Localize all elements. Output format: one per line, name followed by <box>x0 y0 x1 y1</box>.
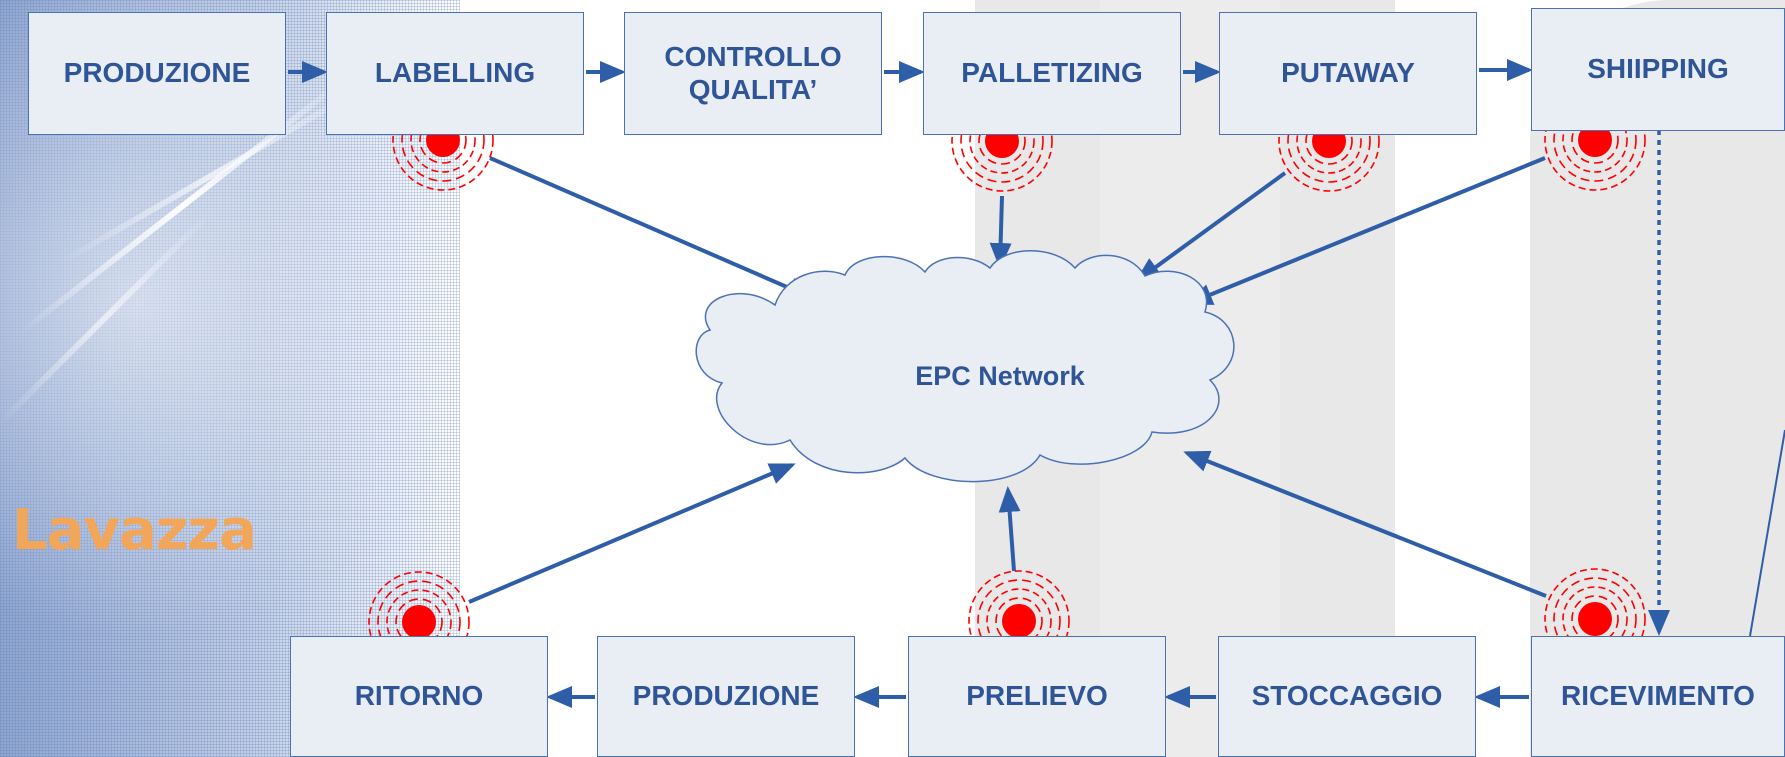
process-box-label: RITORNO <box>354 680 484 712</box>
process-box-label: LABELLING <box>374 57 536 89</box>
edge-connector-line <box>1749 429 1785 637</box>
process-box-label: PRELIEVO <box>966 680 1108 712</box>
epc-network-label: EPC Network <box>915 361 1086 391</box>
process-box-label: CONTROLLO QUALITA’ <box>664 41 842 105</box>
flow-arrows <box>288 59 1785 708</box>
process-box-label: STOCCAGGIO <box>1251 680 1443 712</box>
process-box-shiipping: SHIIPPING <box>1531 8 1785 131</box>
rfid-to-network-arrow <box>1186 156 1546 305</box>
process-box-label: PUTAWAY <box>1281 57 1415 89</box>
rfid-to-network-arrow <box>468 463 796 604</box>
process-box-label: RICEVIMENTO <box>1561 680 1755 712</box>
process-box-controllo-qualita: CONTROLLO QUALITA’ <box>624 12 882 135</box>
process-box-label: PRODUZIONE <box>63 57 251 89</box>
process-box-label: PALLETIZING <box>961 57 1143 89</box>
process-box-putaway: PUTAWAY <box>1219 12 1477 135</box>
rfid-signal-icon <box>1544 89 1646 191</box>
process-box-ritorno: RITORNO <box>290 636 548 757</box>
rfid-to-network-arrow <box>489 156 814 299</box>
rfid-to-network-arrow <box>1134 171 1287 283</box>
process-box-label: SHIIPPING <box>1587 53 1729 85</box>
process-box-ricevimento: RICEVIMENTO <box>1531 636 1785 757</box>
rfid-to-network-arrow <box>989 195 1012 269</box>
brand-logo-text: Lavazza <box>12 498 257 563</box>
process-box-prelievo: PRELIEVO <box>908 636 1166 757</box>
rfid-to-network-arrow <box>1183 450 1547 598</box>
process-box-label: PRODUZIONE <box>632 680 820 712</box>
rfid-to-network-arrow <box>998 486 1021 572</box>
process-box-stoccaggio: STOCCAGGIO <box>1218 636 1476 757</box>
process-box-palletizing: PALLETIZING <box>923 12 1181 135</box>
process-box-produzione-top: PRODUZIONE <box>28 12 286 135</box>
process-box-produzione-bottom: PRODUZIONE <box>597 636 855 757</box>
epc-network-cloud: EPC Network <box>695 250 1235 483</box>
process-box-labelling: LABELLING <box>326 12 584 135</box>
